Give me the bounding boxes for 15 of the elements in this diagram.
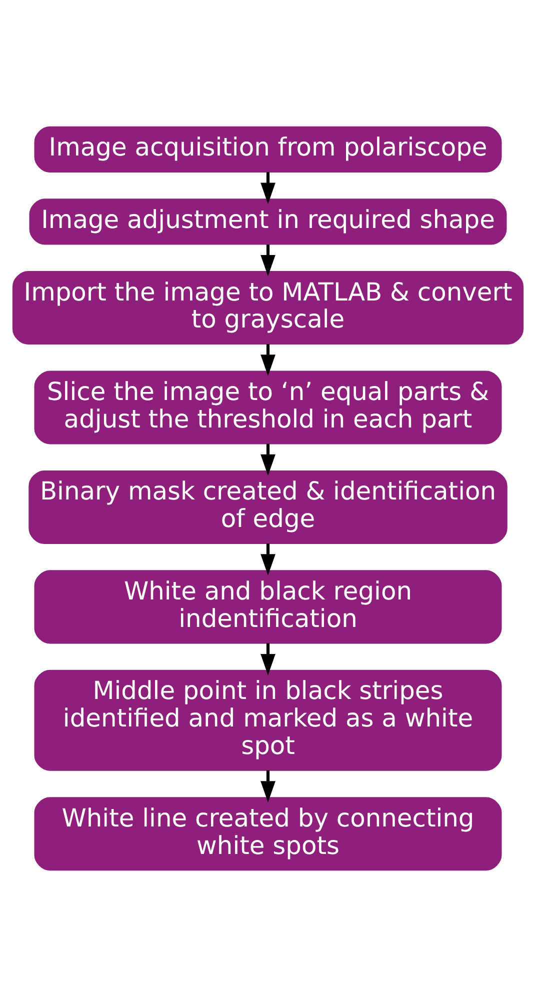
arrow [260,344,276,376]
node-box: White line created by connecting white spots [34,796,502,870]
arrow [260,244,276,276]
node-box: Image adjustment in required shape [29,198,507,244]
node-box: White and black region indentification [34,570,502,644]
node-box: Import the image to MATLAB & convert to grayscale [12,270,524,344]
node-box: Middle point in black stripes identified and marked as a white spot [34,669,502,770]
arrow [260,443,276,476]
node-box: Image acquisition from polariscope [34,126,502,172]
arrow [260,770,276,802]
arrow [260,543,276,575]
node-box: Slice the image to ‘n’ equal parts & adjust the threshold in each part [34,370,502,444]
node-box: Binary mask created & identification of edge [28,470,508,544]
arrow [260,642,276,675]
arrow [260,172,276,204]
